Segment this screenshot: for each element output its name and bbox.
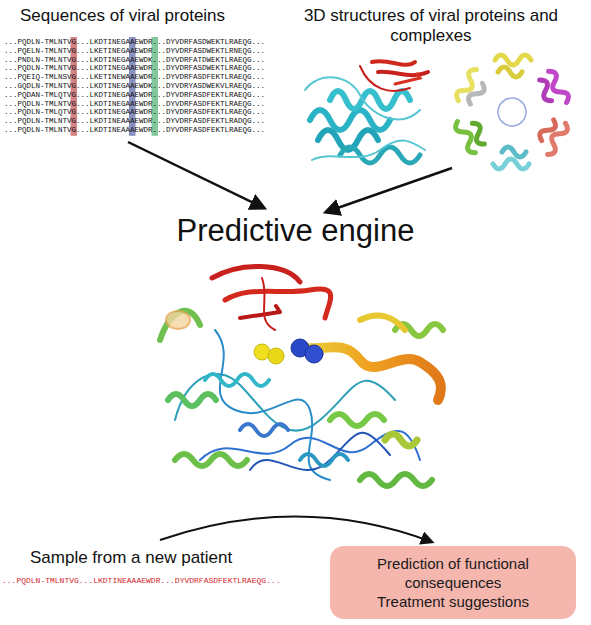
sequence-line: ...PNDLN-TMLNTVG...LKDTINEGAAEWDK...DYVD… [4, 56, 265, 65]
protein-ribbon [160, 266, 443, 486]
sequence-line: ...PQDLN-TMLNTVG...LKDTINEGAAEWDR...DYVD… [4, 38, 265, 47]
box-text: Prediction of functional consequences [340, 554, 566, 592]
sequence-line: ...GQDLN-TMLNTVG...LKDTINEGAAEWDK...DYVD… [4, 82, 265, 91]
box-text: Treatment suggestions [377, 592, 529, 611]
sequence-line: ...PQDLN-TMLNTVG...LKDTINEAAAEWDR...DYVD… [4, 126, 265, 135]
engine-heading: Predictive engine [0, 212, 591, 249]
arrow [326, 168, 452, 212]
section-heading: Sample from a new patient [30, 548, 232, 568]
section-heading: 3D structures of viral proteins and comp… [296, 6, 566, 46]
sequence-line: ...PQDLN-TMLNTVG...LKDTINEAAAEWDR...DYVD… [4, 117, 265, 126]
sequence-line: ...PQDLN-TMLNTVG...LKDTINEGAAEWDR...DYVD… [4, 64, 265, 73]
arrow [160, 516, 432, 542]
patient-sequence: ...PQDLN-TMLNTVG...LKDTINEAAAEWDR...DYVD… [2, 576, 280, 586]
sequence-line: ...PQEIQ-TMLNSVG...LKETINEWAAEWDR...DYVD… [4, 73, 265, 82]
section-heading: Sequences of viral proteins [20, 6, 225, 26]
arrow [128, 142, 264, 208]
sequence-line: ...PQELN-TMLNTVG...LKETINEGAAEWDR...DYVD… [4, 47, 265, 56]
protein-structure [305, 61, 428, 163]
protein-complex [453, 55, 571, 169]
sequence-line: ...PQDLN-TMLQTVG...LKDTINEGAAEWDR...DYVD… [4, 108, 265, 117]
sequence-line: ...PQDLN-TMLNTVG...LKDTINEGAAEWDR...DYVD… [4, 100, 265, 109]
sequence-line: ...PQDAN-TMLQTVG...LKDTINEGAAEWDR...DYVD… [4, 91, 265, 100]
outcome-box: Prediction of functional consequencesTre… [330, 546, 576, 619]
